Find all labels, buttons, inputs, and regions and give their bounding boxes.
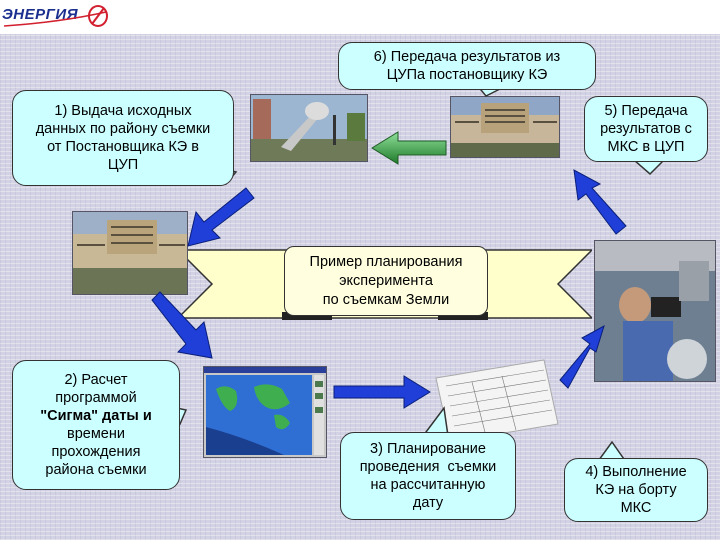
step-3-line-4: дату	[412, 495, 444, 511]
logo-swoosh-icon	[3, 5, 108, 27]
building-photo-left	[72, 211, 188, 295]
step-3-callout: 3) Планирование проведения съемки на рас…	[340, 432, 516, 520]
step-4-line-3: МКС	[620, 500, 652, 516]
step-5-line-1: 5) Передача	[604, 103, 688, 119]
step-2-line-3: "Сигма" даты и	[40, 408, 152, 424]
center-line-3: по съемкам Земли	[322, 291, 450, 308]
step-1-line-4: ЦУП	[107, 157, 139, 173]
step-2-line-4: времени	[67, 426, 125, 442]
world-map-screen	[203, 366, 327, 458]
step-1-callout: 1) Выдача исходных данных по району съем…	[12, 90, 234, 186]
step-6-callout: 6) Передача результатов из ЦУПа постанов…	[338, 42, 596, 90]
step-3-line-2: проведения съемки	[359, 459, 497, 475]
header: ЭНЕРГИЯ	[0, 0, 720, 34]
step-2-line-1: 2) Расчет	[64, 372, 128, 388]
step-4-line-1: 4) Выполнение	[585, 464, 687, 480]
step-4-callout: 4) Выполнение КЭ на борту МКС	[564, 458, 708, 522]
step-6-line-2: ЦУПа постановщику КЭ	[386, 67, 548, 83]
energia-logo-icon: ЭНЕРГИЯ	[2, 4, 120, 30]
step-1-line-3: от Постановщика КЭ в	[47, 139, 199, 155]
step-5-callout: 5) Передача результатов с МКС в ЦУП	[584, 96, 708, 162]
flight-plan-document	[432, 358, 562, 444]
step-2-line-2: программой	[55, 390, 137, 406]
step-1-line-1: 1) Выдача исходных	[54, 103, 192, 119]
step-2-line-5: прохождения	[51, 444, 141, 460]
step-3-line-1: 3) Планирование	[370, 441, 486, 457]
step-5-line-3: МКС в ЦУП	[607, 139, 685, 155]
monument-photo	[250, 94, 368, 162]
step-1-line-2: данных по району съемки	[35, 121, 211, 137]
step-4-line-2: КЭ на борту	[595, 482, 677, 498]
step-2-line-6: района съемки	[45, 462, 147, 478]
tail-step-5	[632, 159, 666, 176]
step-2-callout: 2) Расчет программой "Сигма" даты и врем…	[12, 360, 180, 490]
astronaut-photo	[594, 240, 716, 382]
logo-text: ЭНЕРГИЯ	[2, 6, 79, 23]
step-6-line-1: 6) Передача результатов из	[373, 49, 561, 65]
step-3-line-3: на рассчитанную	[370, 477, 486, 493]
center-line-2: эксперимента	[339, 272, 433, 289]
center-line-1: Пример планирования	[309, 253, 463, 270]
building-photo-top-right	[450, 96, 560, 158]
step-5-line-2: результатов с	[600, 121, 692, 137]
center-title-box: Пример планирования эксперимента по съем…	[284, 246, 488, 316]
